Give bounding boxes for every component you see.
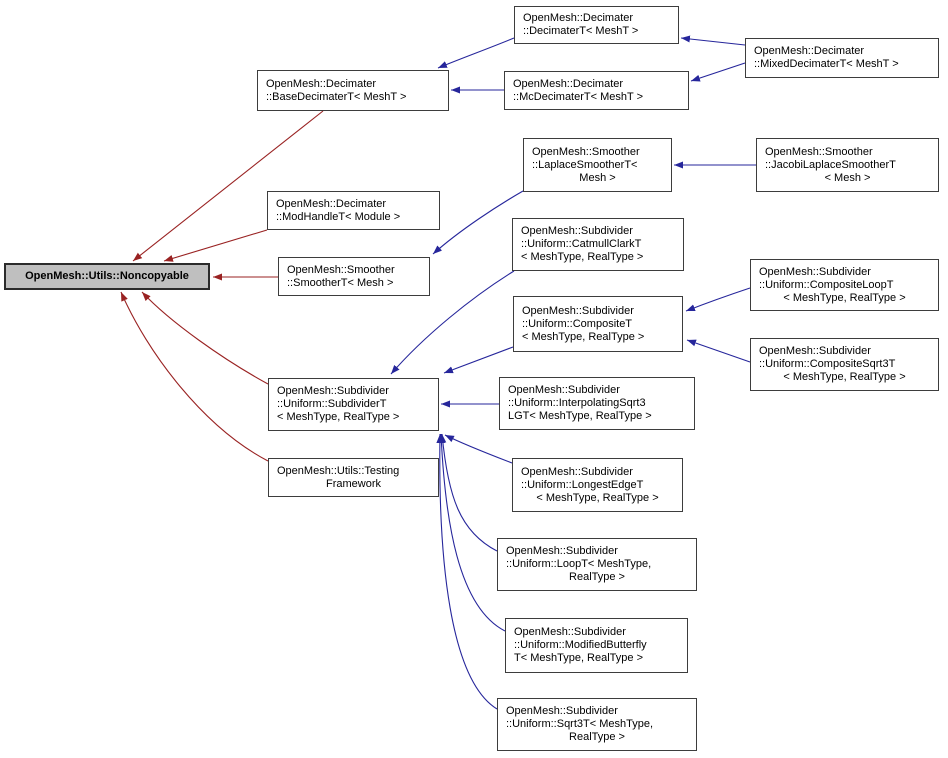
class-name-line: < Mesh > bbox=[824, 171, 871, 184]
class-node-modbutterfly[interactable]: OpenMesh::Subdivider::Uniform::ModifiedB… bbox=[505, 618, 688, 673]
inheritance-edge-subdivider-to-noncopyable bbox=[141, 291, 269, 385]
class-name-line: OpenMesh::Subdivider bbox=[514, 626, 626, 638]
class-name-line: OpenMesh::Utils::Noncopyable bbox=[25, 270, 189, 282]
class-name-line: ::Uniform::LoopT< MeshType, bbox=[506, 558, 652, 570]
class-node-composite[interactable]: OpenMesh::Subdivider::Uniform::Composite… bbox=[513, 296, 683, 352]
class-node-mcdecimater[interactable]: OpenMesh::Decimater::McDecimaterT< MeshT… bbox=[504, 71, 689, 110]
class-node-longestedge[interactable]: OpenMesh::Subdivider::Uniform::LongestEd… bbox=[512, 458, 683, 512]
inheritance-edge-mixeddecimater-to-mcdecimater bbox=[690, 62, 746, 82]
inheritance-edge-sqrt3-to-subdivider bbox=[436, 433, 498, 710]
class-name-line: ::Uniform::CompositeSqrt3T bbox=[759, 358, 896, 370]
class-node-loop[interactable]: OpenMesh::Subdivider::Uniform::LoopT< Me… bbox=[497, 538, 697, 591]
inheritance-edge-composite-to-subdivider bbox=[443, 346, 514, 374]
class-name-line: ::JacobiLaplaceSmootherT bbox=[765, 158, 896, 171]
class-name-line: RealType > bbox=[569, 571, 625, 583]
class-name-line: OpenMesh::Subdivider bbox=[277, 385, 389, 397]
class-name-line: ::Uniform::SubdividerT bbox=[277, 398, 387, 410]
class-node-catmull[interactable]: OpenMesh::Subdivider::Uniform::CatmullCl… bbox=[512, 218, 684, 271]
class-node-decimatert[interactable]: OpenMesh::Decimater::DecimaterT< MeshT > bbox=[514, 6, 679, 44]
class-name-line: ::Uniform::InterpolatingSqrt3 bbox=[508, 397, 646, 409]
class-name-line: OpenMesh::Subdivider bbox=[521, 225, 633, 237]
class-node-basedecimater[interactable]: OpenMesh::Decimater::BaseDecimaterT< Mes… bbox=[257, 70, 449, 111]
class-node-interpolating[interactable]: OpenMesh::Subdivider::Uniform::Interpola… bbox=[499, 377, 695, 430]
class-name-line: OpenMesh::Smoother bbox=[532, 145, 640, 158]
class-name-line: ::Uniform::Sqrt3T< MeshType, bbox=[506, 718, 654, 730]
class-name-line: RealType > bbox=[569, 731, 625, 743]
class-node-jacobi[interactable]: OpenMesh::Smoother::JacobiLaplaceSmoothe… bbox=[756, 138, 939, 192]
class-name-line: OpenMesh::Subdivider bbox=[521, 465, 633, 478]
class-name-line: ::Uniform::CompositeT bbox=[522, 317, 633, 330]
class-name-line: ::Uniform::ModifiedButterfly bbox=[514, 639, 647, 651]
class-name-line: LGT< MeshType, RealType > bbox=[508, 410, 652, 422]
inheritance-edge-catmull-to-subdivider bbox=[390, 270, 515, 375]
class-name-line: < MeshType, RealType > bbox=[536, 491, 659, 504]
class-name-line: OpenMesh::Subdivider bbox=[759, 265, 871, 278]
inheritance-edge-compositeloop-to-composite bbox=[685, 287, 751, 312]
inheritance-edge-testing-to-noncopyable bbox=[120, 291, 269, 462]
inheritance-edge-laplace-to-smoother bbox=[432, 190, 524, 255]
inheritance-edge-compositesqrt3-to-composite bbox=[686, 339, 751, 363]
class-node-smoother[interactable]: OpenMesh::Smoother::SmootherT< Mesh > bbox=[278, 257, 430, 296]
class-name-line: T< MeshType, RealType > bbox=[514, 652, 644, 664]
class-name-line: OpenMesh::Decimater bbox=[523, 12, 634, 24]
inheritance-edges bbox=[120, 35, 756, 710]
class-name-line: OpenMesh::Subdivider bbox=[759, 345, 871, 357]
class-name-line: OpenMesh::Utils::Testing bbox=[277, 464, 400, 477]
inheritance-edge-decimatert-to-basedecimater bbox=[437, 37, 515, 69]
class-name-line: < MeshType, RealType > bbox=[522, 330, 645, 343]
class-name-line: ::McDecimaterT< MeshT > bbox=[513, 90, 643, 103]
inheritance-edge-modhandle-to-noncopyable bbox=[163, 229, 268, 262]
class-name-line: < MeshType, RealType > bbox=[783, 291, 906, 304]
class-node-subdivider[interactable]: OpenMesh::Subdivider::Uniform::Subdivide… bbox=[268, 378, 439, 431]
class-name-line: OpenMesh::Decimater bbox=[754, 45, 865, 57]
class-name-line: OpenMesh::Decimater bbox=[513, 77, 624, 90]
class-node-compositesqrt3[interactable]: OpenMesh::Subdivider::Uniform::Composite… bbox=[750, 338, 939, 391]
class-name-line: < MeshType, RealType > bbox=[521, 251, 644, 263]
inheritance-edge-basedecimater-to-noncopyable bbox=[132, 110, 324, 262]
inheritance-edge-longestedge-to-subdivider bbox=[444, 434, 513, 464]
class-name-line: OpenMesh::Subdivider bbox=[506, 705, 618, 717]
class-name-line: OpenMesh::Subdivider bbox=[522, 304, 634, 317]
class-name-line: ::Uniform::CatmullClarkT bbox=[521, 238, 642, 250]
class-name-line: OpenMesh::Decimater bbox=[276, 197, 387, 210]
class-name-line: OpenMesh::Subdivider bbox=[508, 384, 620, 396]
class-node-laplace[interactable]: OpenMesh::Smoother::LaplaceSmootherT<Mes… bbox=[523, 138, 672, 192]
class-name-line: OpenMesh::Decimater bbox=[266, 77, 377, 90]
class-node-mixeddecimater[interactable]: OpenMesh::Decimater::MixedDecimaterT< Me… bbox=[745, 38, 939, 78]
class-name-line: ::DecimaterT< MeshT > bbox=[523, 25, 639, 37]
class-node-compositeloop[interactable]: OpenMesh::Subdivider::Uniform::Composite… bbox=[750, 259, 939, 311]
class-name-line: Mesh > bbox=[579, 171, 616, 184]
class-node-modhandle[interactable]: OpenMesh::Decimater::ModHandleT< Module … bbox=[267, 191, 440, 230]
class-name-line: < MeshType, RealType > bbox=[783, 371, 906, 383]
class-name-line: ::LaplaceSmootherT< bbox=[532, 158, 638, 171]
class-name-line: ::Uniform::CompositeLoopT bbox=[759, 278, 894, 291]
class-name-line: OpenMesh::Subdivider bbox=[506, 545, 618, 557]
class-name-line: ::SmootherT< Mesh > bbox=[287, 276, 394, 289]
class-name-line: OpenMesh::Smoother bbox=[287, 263, 395, 276]
class-name-line: < MeshType, RealType > bbox=[277, 411, 400, 423]
inheritance-edge-mixeddecimater-to-decimatert bbox=[680, 35, 746, 46]
class-name-line: ::Uniform::LongestEdgeT bbox=[521, 478, 644, 491]
inheritance-edge-modbutterfly-to-subdivider bbox=[437, 433, 506, 632]
class-node-noncopyable[interactable]: OpenMesh::Utils::Noncopyable bbox=[4, 263, 210, 290]
class-name-line: OpenMesh::Smoother bbox=[765, 145, 873, 158]
inheritance-edge-loop-to-subdivider bbox=[439, 433, 498, 552]
class-name-line: ::MixedDecimaterT< MeshT > bbox=[754, 58, 899, 70]
class-name-line: ::BaseDecimaterT< MeshT > bbox=[266, 90, 407, 103]
class-name-line: Framework bbox=[325, 477, 381, 490]
class-name-line: ::ModHandleT< Module > bbox=[276, 210, 401, 223]
class-node-sqrt3[interactable]: OpenMesh::Subdivider::Uniform::Sqrt3T< M… bbox=[497, 698, 697, 751]
